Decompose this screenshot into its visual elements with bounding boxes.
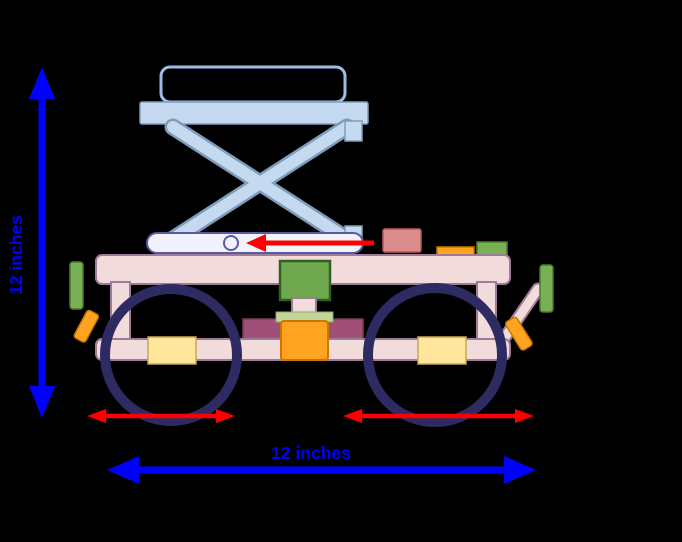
component-green-strip <box>476 241 508 257</box>
lift-top-plate <box>159 65 347 104</box>
chassis <box>95 254 545 365</box>
component-salmon-box <box>382 228 422 253</box>
vertical-arrow-head-top <box>29 67 55 99</box>
slide-direction-arrow <box>246 234 374 252</box>
gearbox-orange <box>280 320 329 361</box>
motor-box <box>278 259 332 302</box>
bracket-left-orange <box>73 309 100 343</box>
wheelbase-arrow-right <box>343 409 534 423</box>
horizontal-dimension-arrow <box>107 456 536 484</box>
scissor-arm-2 <box>167 121 353 245</box>
horizontal-arrow-head-left <box>107 456 139 484</box>
chassis-diagonal-strut <box>494 284 543 351</box>
vertical-dimension-arrow <box>29 67 55 418</box>
wheel-hub-right <box>417 336 467 365</box>
wheel-hub-left <box>147 336 197 365</box>
wheelbase-right-head-right <box>515 409 534 423</box>
horizontal-arrow-head-right <box>504 456 536 484</box>
wheelbase-right-head-left <box>343 409 362 423</box>
height-dimension-label: 12 inches <box>6 215 26 295</box>
bracket-right-orange <box>504 316 533 351</box>
wheelbase-left-head-right <box>216 409 235 423</box>
scissor-lift-assembly <box>139 65 369 254</box>
vertical-arrow-head-bottom <box>29 386 55 418</box>
width-dimension-label: 12 inches <box>271 443 351 463</box>
lift-roller <box>223 235 239 251</box>
wheel-right <box>363 283 507 427</box>
bracket-left-green <box>69 261 84 310</box>
bracket-right-green <box>539 264 554 313</box>
scissor-end-block-top <box>344 120 363 142</box>
slide-arrow-head <box>246 234 266 252</box>
wheel-left <box>100 284 242 426</box>
wheelbase-arrow-left <box>87 409 235 423</box>
lift-deck <box>139 101 369 125</box>
wheelbase-left-head-left <box>87 409 106 423</box>
